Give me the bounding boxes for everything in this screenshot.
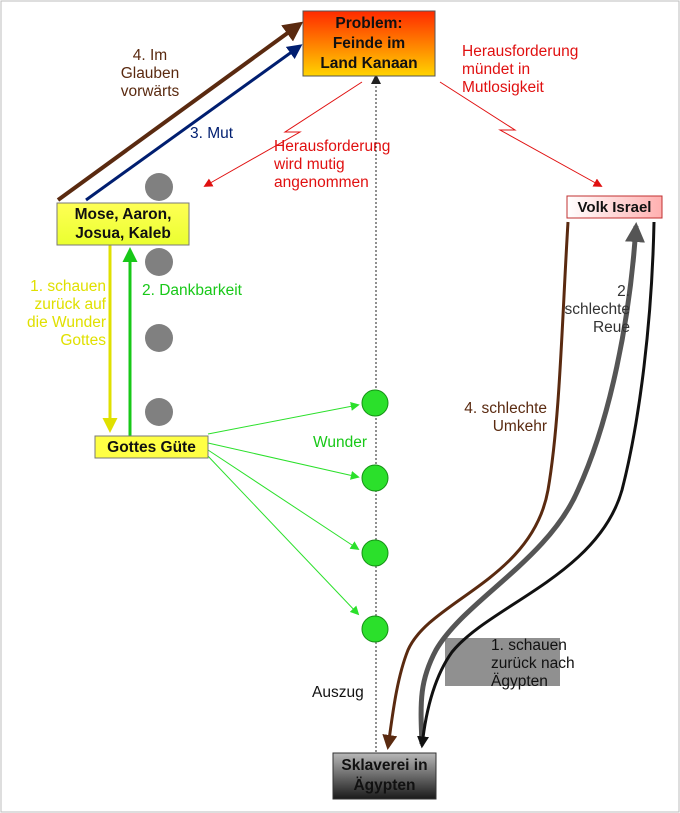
wonder-dot xyxy=(361,389,389,417)
goodness-box-bg xyxy=(94,435,209,459)
bad-remorse-label: 2. schlechte Reue xyxy=(564,283,630,336)
challenge-despair-arrow xyxy=(439,81,603,187)
courage-label: 3. Mut xyxy=(190,125,234,142)
look-back-wonders-label: 1. schauen zurück auf die Wunder Gottes xyxy=(27,278,106,349)
problem-box: Problem: Feinde im Land Kanaan xyxy=(320,14,418,72)
courage-arrow xyxy=(85,44,303,202)
people-box: Volk Israel xyxy=(577,198,652,216)
gray-dot xyxy=(145,248,173,276)
look-back-egypt-curve xyxy=(417,221,656,749)
wonders-label: Wunder xyxy=(313,434,367,451)
challenge-accepted-label: Herausforderung wird mutig angenommen xyxy=(274,138,391,191)
slavery-box-bg xyxy=(332,752,437,800)
bad-repentance-label: 4. schlechte Umkehr xyxy=(464,400,547,435)
leaders-box: Mose, Aaron, Josua, Kaleb xyxy=(74,206,172,242)
wonder-dot xyxy=(361,615,389,643)
wonder-dot xyxy=(361,464,389,492)
look-back-egypt-label: 1. schauen zurück nach Ägypten xyxy=(491,637,575,690)
wonder-arrow xyxy=(205,453,360,616)
gray-dot xyxy=(145,398,173,426)
faith-forward-arrow xyxy=(56,21,304,202)
slavery-box: Sklaverei in Ägypten xyxy=(341,757,428,794)
goodness-box: Gottes Güte xyxy=(107,438,196,456)
wonder-arrow xyxy=(207,442,360,480)
exodus-label: Auszug xyxy=(312,684,364,701)
problem-box-bg xyxy=(302,10,436,77)
bad-repentance-curve xyxy=(382,221,570,750)
egypt-label-shade xyxy=(445,638,560,686)
challenge-accepted-arrow xyxy=(203,81,363,187)
wonder-arrow xyxy=(207,401,360,435)
leaders-box-bg xyxy=(56,202,190,246)
gratitude-label: 2. Dankbarkeit xyxy=(142,282,242,299)
wonder-dot xyxy=(361,539,389,567)
wonder-arrow xyxy=(207,449,360,550)
bad-remorse-curve xyxy=(418,222,645,745)
timeline-arrowhead xyxy=(371,74,381,84)
people-box-bg xyxy=(566,195,663,219)
faith-forward-label: 4. Im Glauben vorwärts xyxy=(120,47,180,100)
challenge-despair-label: Herausforderung mündet in Mutlosigkeit xyxy=(462,43,579,96)
gray-dot xyxy=(145,324,173,352)
gray-dot xyxy=(145,173,173,201)
